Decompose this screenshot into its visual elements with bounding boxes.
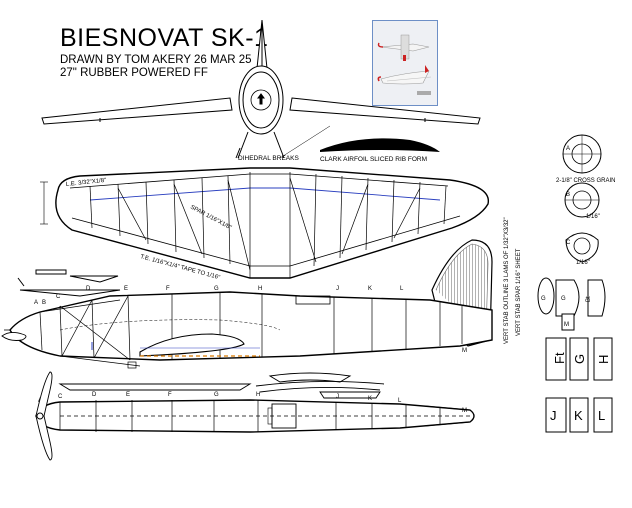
- circle-c-label: C: [566, 240, 571, 246]
- te-note: T.E. 1/16"X1/4" TAPE TO 1/16": [139, 254, 220, 281]
- plan-credit: DRAWN BY TOM AKERY 26 MAR 25: [60, 54, 252, 66]
- circle-b-label: B: [566, 192, 570, 198]
- circle-a-label: A: [566, 146, 570, 152]
- svg-text:D: D: [86, 286, 91, 292]
- svg-text:B: B: [44, 398, 48, 404]
- svg-text:L: L: [398, 398, 402, 404]
- parts-grid: [537, 277, 613, 433]
- part-label-h: H: [596, 355, 611, 364]
- fuselage-top-view: [35, 399, 475, 433]
- svg-text:J: J: [336, 286, 339, 292]
- photo-aircraft-top: [377, 34, 430, 61]
- propeller-top: [35, 371, 53, 461]
- svg-text:C: C: [58, 394, 63, 400]
- cross-grain-note: 2-1/8" CROSS GRAIN: [556, 178, 615, 184]
- svg-text:G: G: [214, 392, 219, 398]
- svg-text:K: K: [368, 396, 372, 402]
- spar-note: SPAR 1/16"X1/8": [189, 204, 232, 231]
- airfoil-note: CLARK AIRFOIL SLICED RIB FORM: [320, 156, 427, 163]
- part-label-l: L: [598, 408, 605, 423]
- svg-text:L: L: [400, 286, 404, 292]
- svg-text:M: M: [462, 348, 467, 354]
- part-label-j: J: [550, 408, 557, 423]
- wing-plan: [40, 167, 489, 279]
- dihedral-note: DIHEDRAL BREAKS: [238, 155, 299, 162]
- vert-stab-note: VERT STAB OUTLINE 3 LAMS OF 1/32"X3/32": [504, 217, 510, 344]
- svg-text:E: E: [124, 286, 128, 292]
- part-label-g3: G: [572, 354, 587, 364]
- svg-text:G: G: [214, 286, 219, 292]
- vert-spar-note: VERT STAB SPAR 1/16" SHEET: [516, 248, 522, 336]
- part-label-m: M: [564, 322, 569, 328]
- fuselage-side-view: [4, 239, 493, 369]
- svg-text:B: B: [42, 300, 46, 306]
- plan-subtitle: 27" RUBBER POWERED FF: [60, 67, 208, 79]
- svg-text:A: A: [38, 398, 42, 404]
- airfoil-section: CLARK AIRFOIL SLICED RIB FORM: [320, 138, 440, 163]
- svg-text:E: E: [126, 392, 130, 398]
- svg-text:C: C: [56, 294, 61, 300]
- svg-text:F: F: [166, 286, 170, 292]
- svg-text:H: H: [256, 392, 260, 398]
- svg-text:K: K: [368, 286, 372, 292]
- svg-text:M: M: [462, 408, 467, 414]
- svg-text:F: F: [168, 392, 172, 398]
- part-label-ft: Ft: [552, 352, 567, 364]
- tail-parts: [58, 372, 385, 399]
- reference-photo: [372, 20, 438, 106]
- loose-strips: [17, 269, 121, 297]
- svg-text:A: A: [34, 300, 38, 306]
- part-label-bt: Bt: [586, 296, 592, 302]
- part-label-g1: G: [541, 296, 546, 302]
- ply-note-1: 1/16": [586, 214, 600, 220]
- part-label-k: K: [574, 408, 583, 423]
- svg-text:H: H: [258, 286, 262, 292]
- svg-text:D: D: [92, 392, 97, 398]
- plan-title: BIESNOVAT SK-1: [60, 24, 269, 52]
- svg-text:J: J: [336, 394, 339, 400]
- ply-note-2: 1/16": [576, 260, 590, 266]
- propeller-side: [1, 331, 27, 341]
- photo-aircraft-side: [377, 65, 432, 85]
- part-label-g2: G: [561, 296, 566, 302]
- le-note: L.E. 3/32"X1/8": [66, 178, 107, 188]
- part-labels: G G Bt M Ft G H J K L: [541, 296, 611, 423]
- former-templates: [562, 134, 602, 263]
